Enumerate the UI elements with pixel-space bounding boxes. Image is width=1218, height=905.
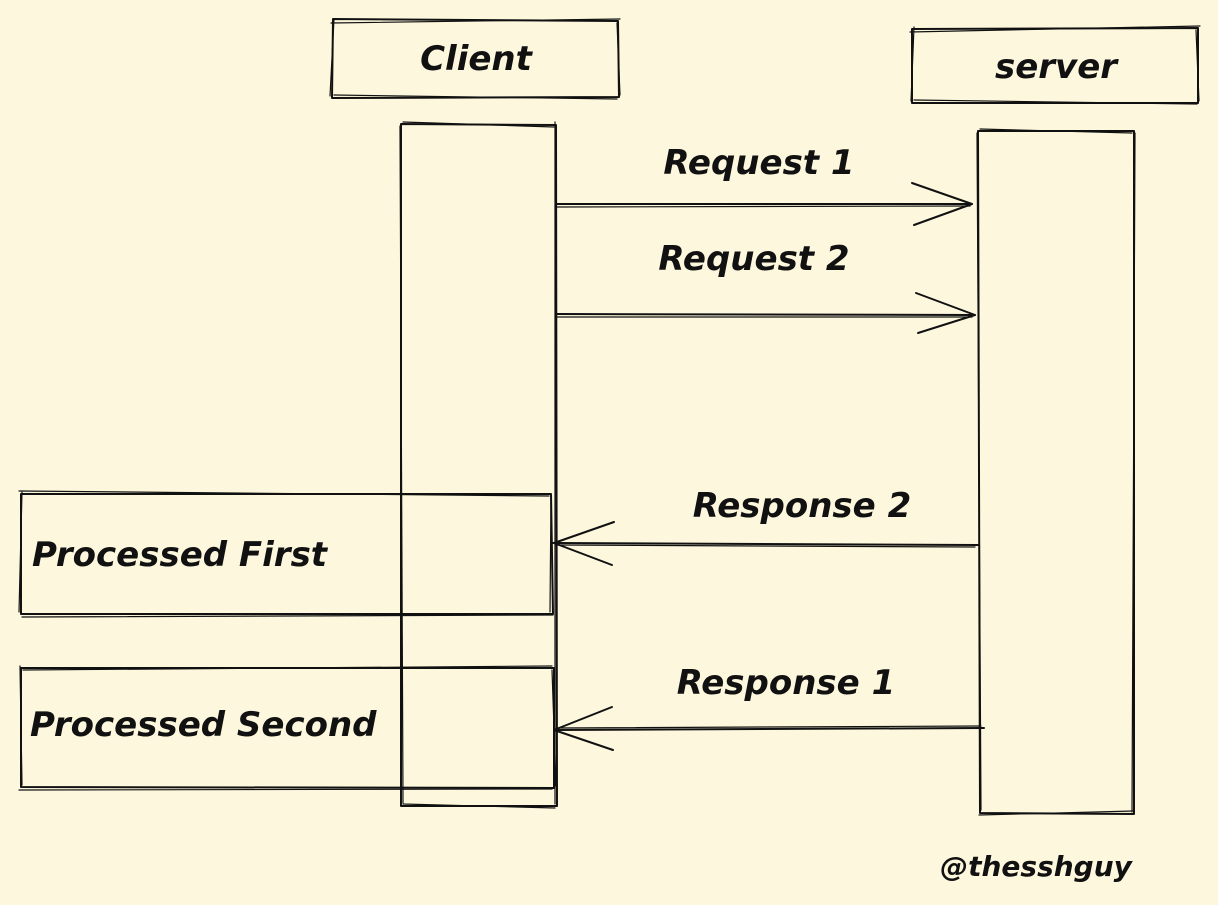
response-2-arrow: Response 2 <box>552 486 979 566</box>
server-participant: server <box>909 25 1201 105</box>
client-label: Client <box>420 39 534 79</box>
request-2-arrow: Request 2 <box>555 239 976 334</box>
watermark: @thesshguy <box>940 850 1134 883</box>
processed-first-note: Processed First <box>18 490 554 618</box>
response-1-arrow: Response 1 <box>553 663 985 751</box>
response-2-label: Response 2 <box>693 486 911 526</box>
request-1-arrow: Request 1 <box>555 143 973 226</box>
client-activation-bar <box>399 121 558 809</box>
processed-first-label: Processed First <box>32 535 329 575</box>
processed-second-label: Processed Second <box>30 705 377 745</box>
server-activation-bar <box>976 128 1136 816</box>
client-participant: Client <box>329 18 621 100</box>
processed-second-note: Processed Second <box>18 665 557 791</box>
server-label: server <box>995 47 1119 87</box>
request-2-label: Request 2 <box>658 239 849 279</box>
request-1-label: Request 1 <box>663 143 854 183</box>
response-1-label: Response 1 <box>677 663 895 703</box>
